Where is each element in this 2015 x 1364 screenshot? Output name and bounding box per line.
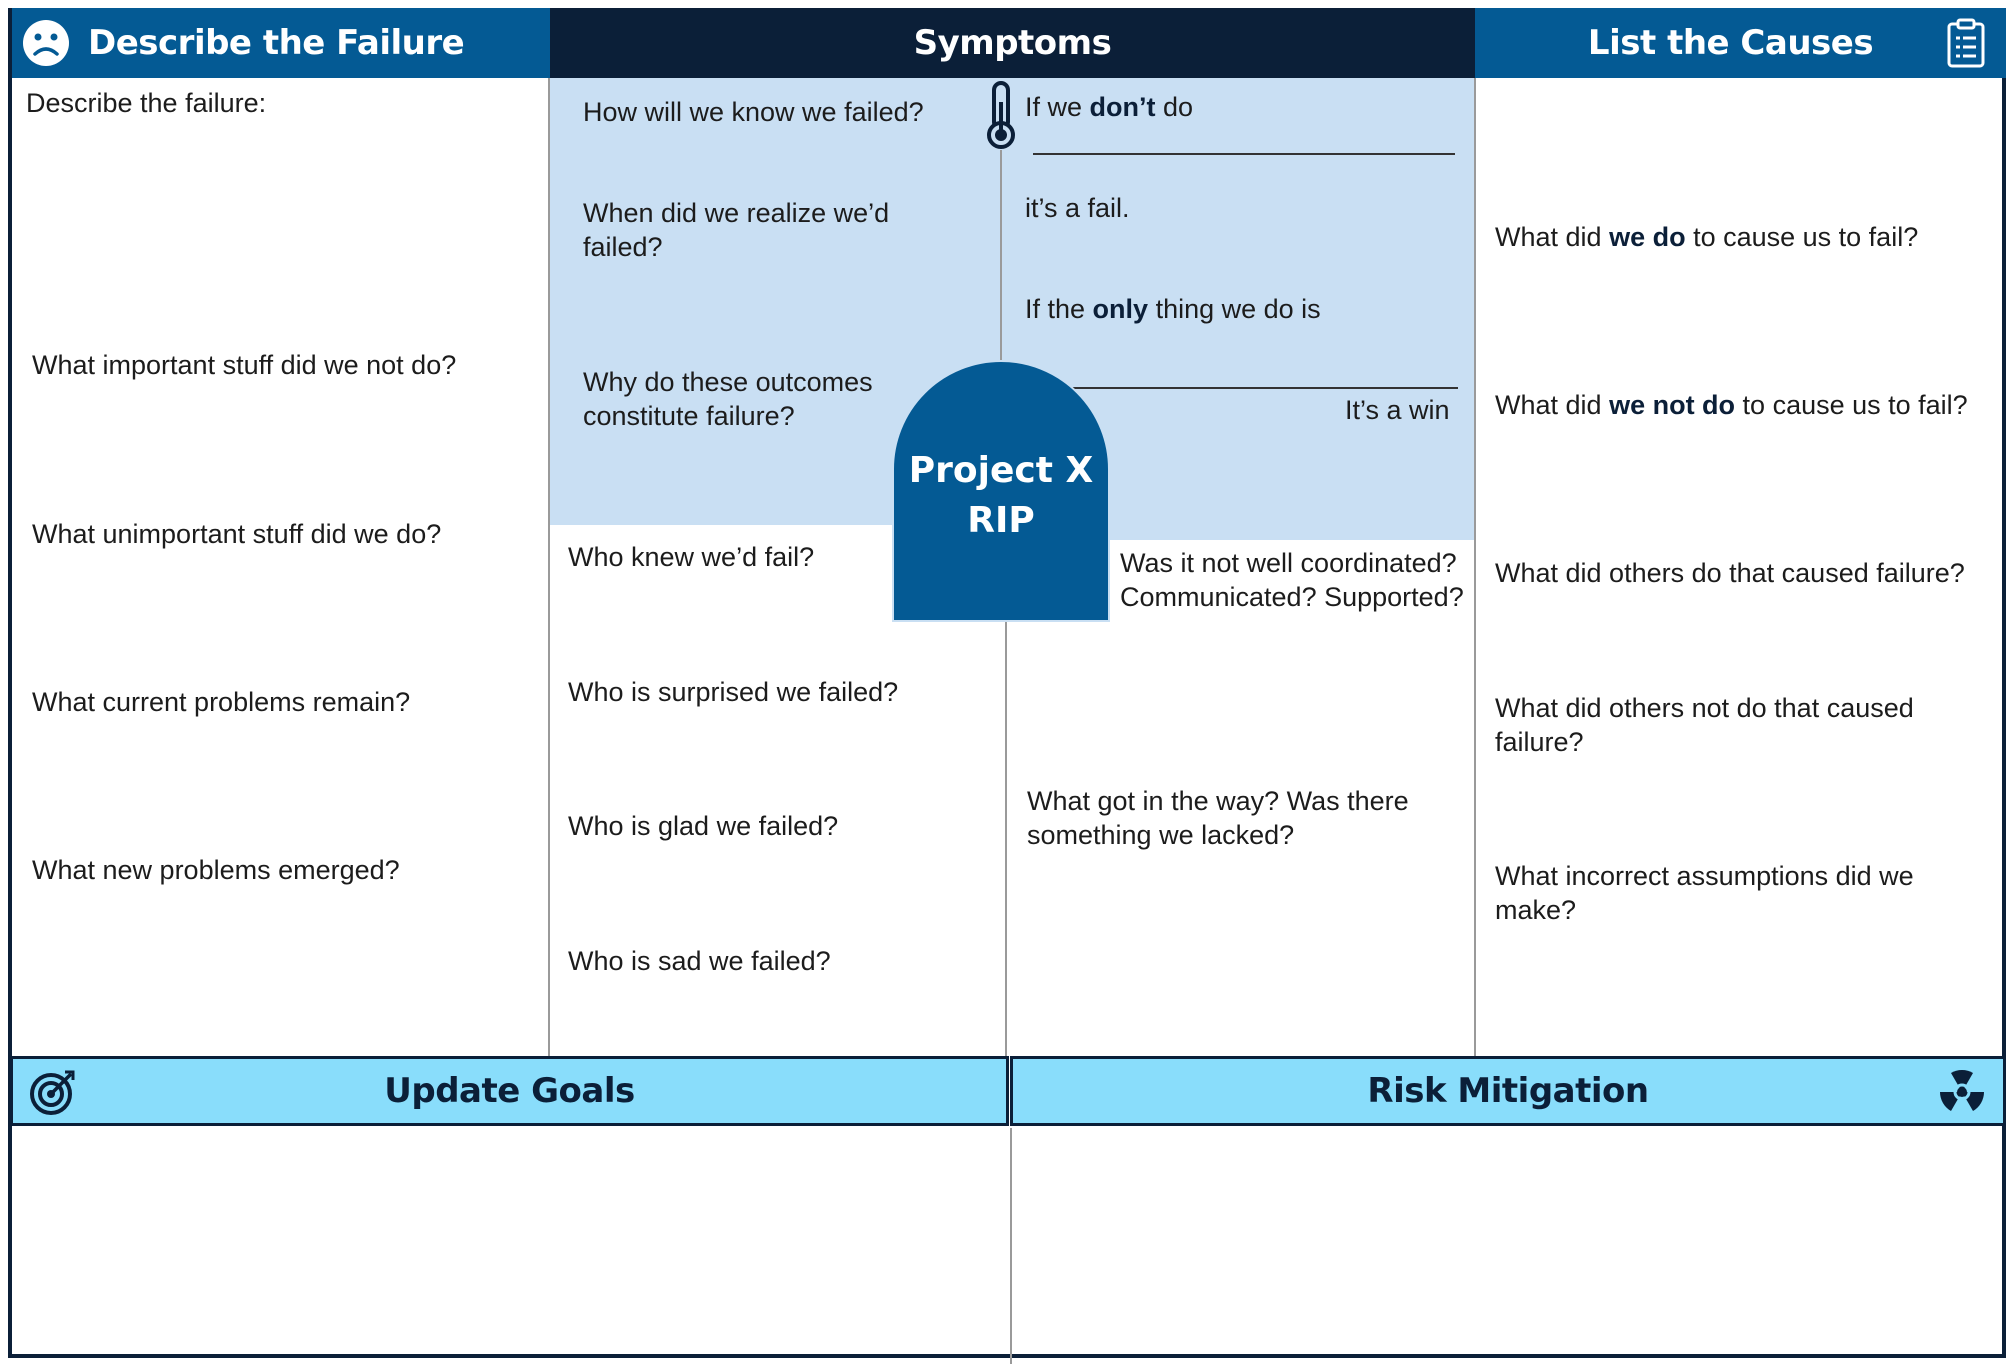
describe-question: What important stuff did we not do? <box>32 350 457 380</box>
win-criterion: If the only thing we do is <box>1025 294 1321 324</box>
canvas-frame <box>8 8 2006 1358</box>
clipboard-icon <box>1947 18 1985 68</box>
symptom-question: Why do these outcomes constitute failure… <box>583 367 873 431</box>
describe-question: What new problems emerged? <box>32 855 400 885</box>
describe-header-title: Describe the Failure <box>88 23 465 63</box>
sad-face-icon <box>23 20 69 66</box>
describe-question: What unimportant stuff did we do? <box>32 519 442 549</box>
describe-header: Describe the Failure <box>12 8 550 78</box>
risk-mitigation-title: Risk Mitigation <box>1367 1071 1649 1111</box>
fail-criterion-end: it’s a fail. <box>1025 193 1130 223</box>
tombstone-rip: RIP <box>967 500 1035 541</box>
stakeholder-question: Who knew we’d fail? <box>568 542 815 572</box>
tombstone: Project X RIP <box>892 360 1110 622</box>
cause-question: What did we do to cause us to fail? <box>1495 222 1919 252</box>
obstacle-question: What got in the way? Was there something… <box>1027 786 1409 850</box>
fail-criterion: If we don’t do <box>1025 92 1194 122</box>
fail-blank-line <box>1033 153 1455 155</box>
tombstone-title: Project X <box>908 450 1094 491</box>
update-goals-header: Update Goals <box>10 1056 1009 1126</box>
win-blank-line <box>1070 387 1458 389</box>
stakeholder-question: Who is surprised we failed? <box>568 677 899 707</box>
describe-prompt: Describe the failure: <box>26 88 267 118</box>
causes-header-title: List the Causes <box>1587 23 1874 63</box>
symptoms-header: Symptoms <box>550 8 1475 78</box>
cause-question: What incorrect assumptions did we make? <box>1495 861 1914 925</box>
update-goals-title: Update Goals <box>384 1071 635 1111</box>
symptoms-header-title: Symptoms <box>913 23 1112 63</box>
risk-mitigation-header: Risk Mitigation <box>1010 1056 2006 1126</box>
symptom-question: How will we know we failed? <box>583 97 924 127</box>
radiation-icon <box>1940 1070 1984 1111</box>
coordination-question: Was it not well coordinated? Communicate… <box>1120 548 1464 612</box>
stakeholder-question: Who is sad we failed? <box>568 946 831 976</box>
thermometer-icon <box>987 81 1015 149</box>
cause-question: What did others not do that caused failu… <box>1495 693 1914 757</box>
cause-question: What did we not do to cause us to fail? <box>1495 390 1968 420</box>
describe-question: What current problems remain? <box>32 687 411 717</box>
symptom-question: When did we realize we’d failed? <box>583 198 890 262</box>
stakeholder-question: Who is glad we failed? <box>568 811 839 841</box>
cause-question: What did others do that caused failure? <box>1495 558 1965 588</box>
win-criterion-end: It’s a win <box>1345 395 1450 425</box>
causes-header: List the Causes <box>1475 8 2006 78</box>
target-icon <box>30 1070 75 1115</box>
